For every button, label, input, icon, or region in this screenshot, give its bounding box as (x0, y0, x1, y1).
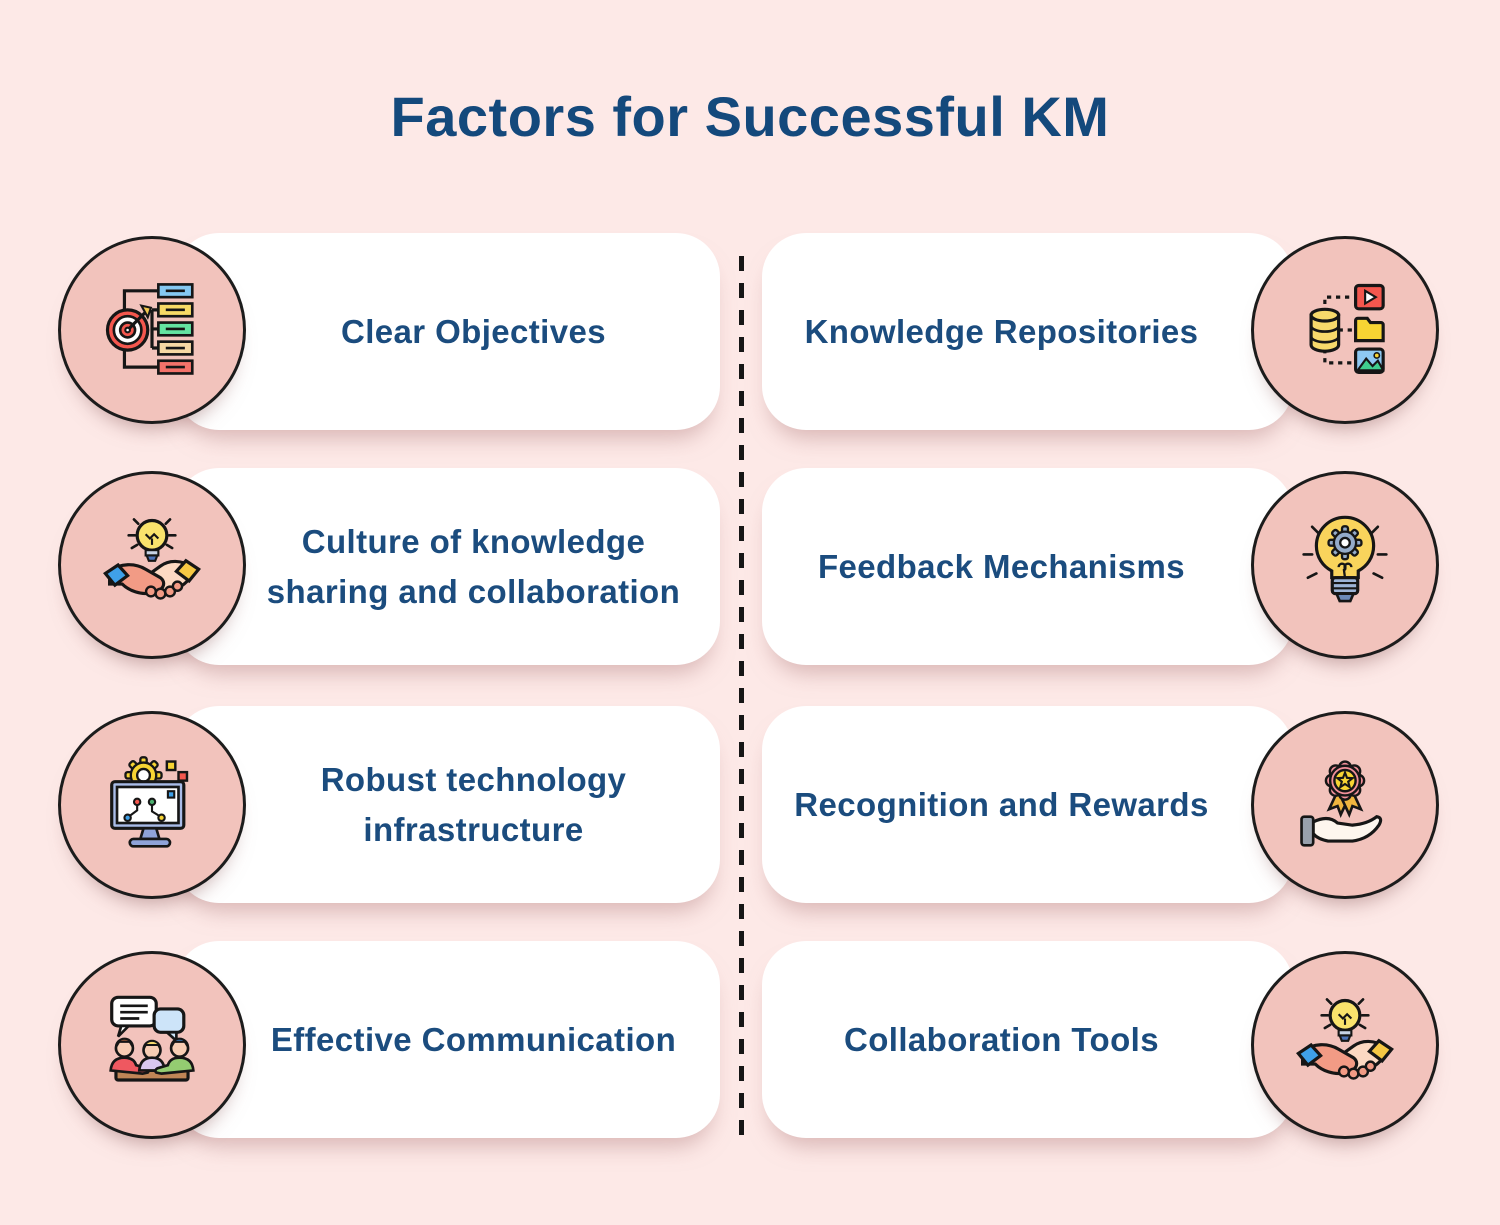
card-label: Effective Communication (270, 1020, 677, 1058)
icon-badge (58, 951, 246, 1139)
card-label: Robust technology infrastructure (320, 761, 627, 848)
icon-badge (1251, 711, 1439, 899)
lightbulb-gear-icon (1302, 515, 1388, 603)
icon-badge (1251, 236, 1439, 424)
monitor-gear-icon (110, 756, 189, 848)
page-title: Factors for Successful KM (390, 85, 1110, 148)
handshake-lightbulb-icon (103, 518, 201, 600)
icon-badge (58, 236, 246, 424)
divider-dashed-line (739, 256, 744, 1142)
handshake-lightbulb-icon (1296, 998, 1394, 1080)
hand-award-icon (1300, 760, 1383, 847)
card-collaboration-tools: Collaboration Tools (762, 941, 1293, 1138)
card-label: Feedback Mechanisms (817, 547, 1186, 585)
card-feedback-mechanisms: Feedback Mechanisms (762, 468, 1293, 665)
card-label: Culture of knowledge sharing and collabo… (266, 523, 681, 610)
card-robust-technology: Robust technology infrastructure (175, 706, 720, 903)
team-discussion-icon (109, 995, 195, 1082)
icon-badge (1251, 951, 1439, 1139)
card-culture-knowledge-sharing: Culture of knowledge sharing and collabo… (175, 468, 720, 665)
card-knowledge-repositories: Knowledge Repositories (762, 233, 1293, 430)
card-label: Knowledge Repositories (804, 312, 1199, 350)
card-label: Collaboration Tools (844, 1020, 1159, 1058)
icon-badge (1251, 471, 1439, 659)
card-label: Recognition and Rewards (794, 785, 1209, 823)
card-label: Clear Objectives (340, 312, 607, 350)
icon-badge (58, 711, 246, 899)
database-media-icon (1309, 283, 1385, 374)
card-clear-objectives: Clear Objectives (175, 233, 720, 430)
card-recognition-rewards: Recognition and Rewards (762, 706, 1293, 903)
card-effective-communication: Effective Communication (175, 941, 720, 1138)
icon-badge (58, 471, 246, 659)
target-flowchart-icon (105, 283, 194, 375)
